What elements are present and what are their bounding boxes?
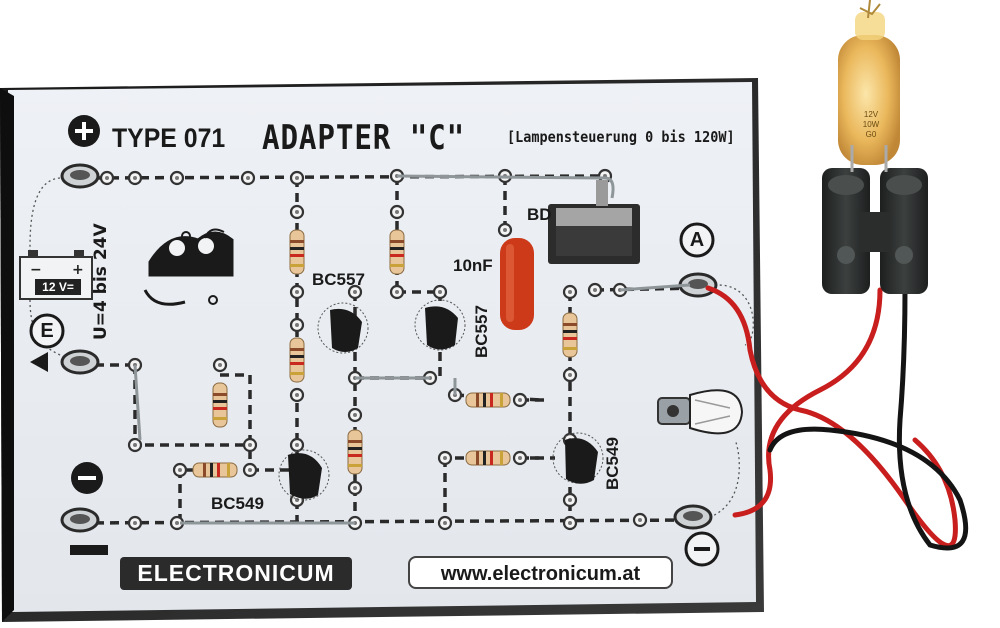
board-type-label: TYPE 071 xyxy=(112,123,226,153)
circuit-board xyxy=(0,78,764,622)
transistor-label-2: BC557 xyxy=(472,305,491,358)
capacitor-10nf xyxy=(500,238,534,330)
website-label: www.electronicum.at xyxy=(408,556,673,589)
board-subtitle: [Lampensteuerung 0 bis 120W] xyxy=(507,128,735,146)
power-transistor-label: BD xyxy=(527,205,552,224)
voltage-range-label: U=4 bis 24V xyxy=(91,223,111,340)
transistor-label-1: BC557 xyxy=(312,270,365,289)
halogen-bulb xyxy=(838,0,900,172)
lamp-symbol xyxy=(657,389,744,435)
transistor-label-4: BC549 xyxy=(603,437,622,490)
svg-text:−: − xyxy=(30,262,42,278)
transistor-label-3: BC549 xyxy=(211,494,264,513)
board-title: ADAPTER "C" xyxy=(262,118,466,158)
lamp-wires xyxy=(705,285,969,551)
capacitor-label: 10nF xyxy=(453,256,493,275)
terminal-block xyxy=(822,168,928,294)
bulb-rating-1: 12V xyxy=(863,110,879,119)
svg-text:+: + xyxy=(72,262,84,278)
battery-voltage-label: 12 V= xyxy=(35,279,81,295)
transistors xyxy=(278,299,604,501)
terminal-e-label: E xyxy=(40,320,54,342)
dotted-guides xyxy=(29,177,754,521)
wire-jumpers xyxy=(133,174,691,525)
bulb-rating-3: G0 xyxy=(865,130,877,139)
terminal-a-label: A xyxy=(689,229,705,251)
polarity-markers xyxy=(29,115,720,567)
brand-logo: ELECTRONICUM xyxy=(120,557,352,590)
lamp-control-symbol xyxy=(143,228,234,306)
bulb-rating-2: 10W xyxy=(862,120,880,129)
power-transistor xyxy=(548,180,640,264)
